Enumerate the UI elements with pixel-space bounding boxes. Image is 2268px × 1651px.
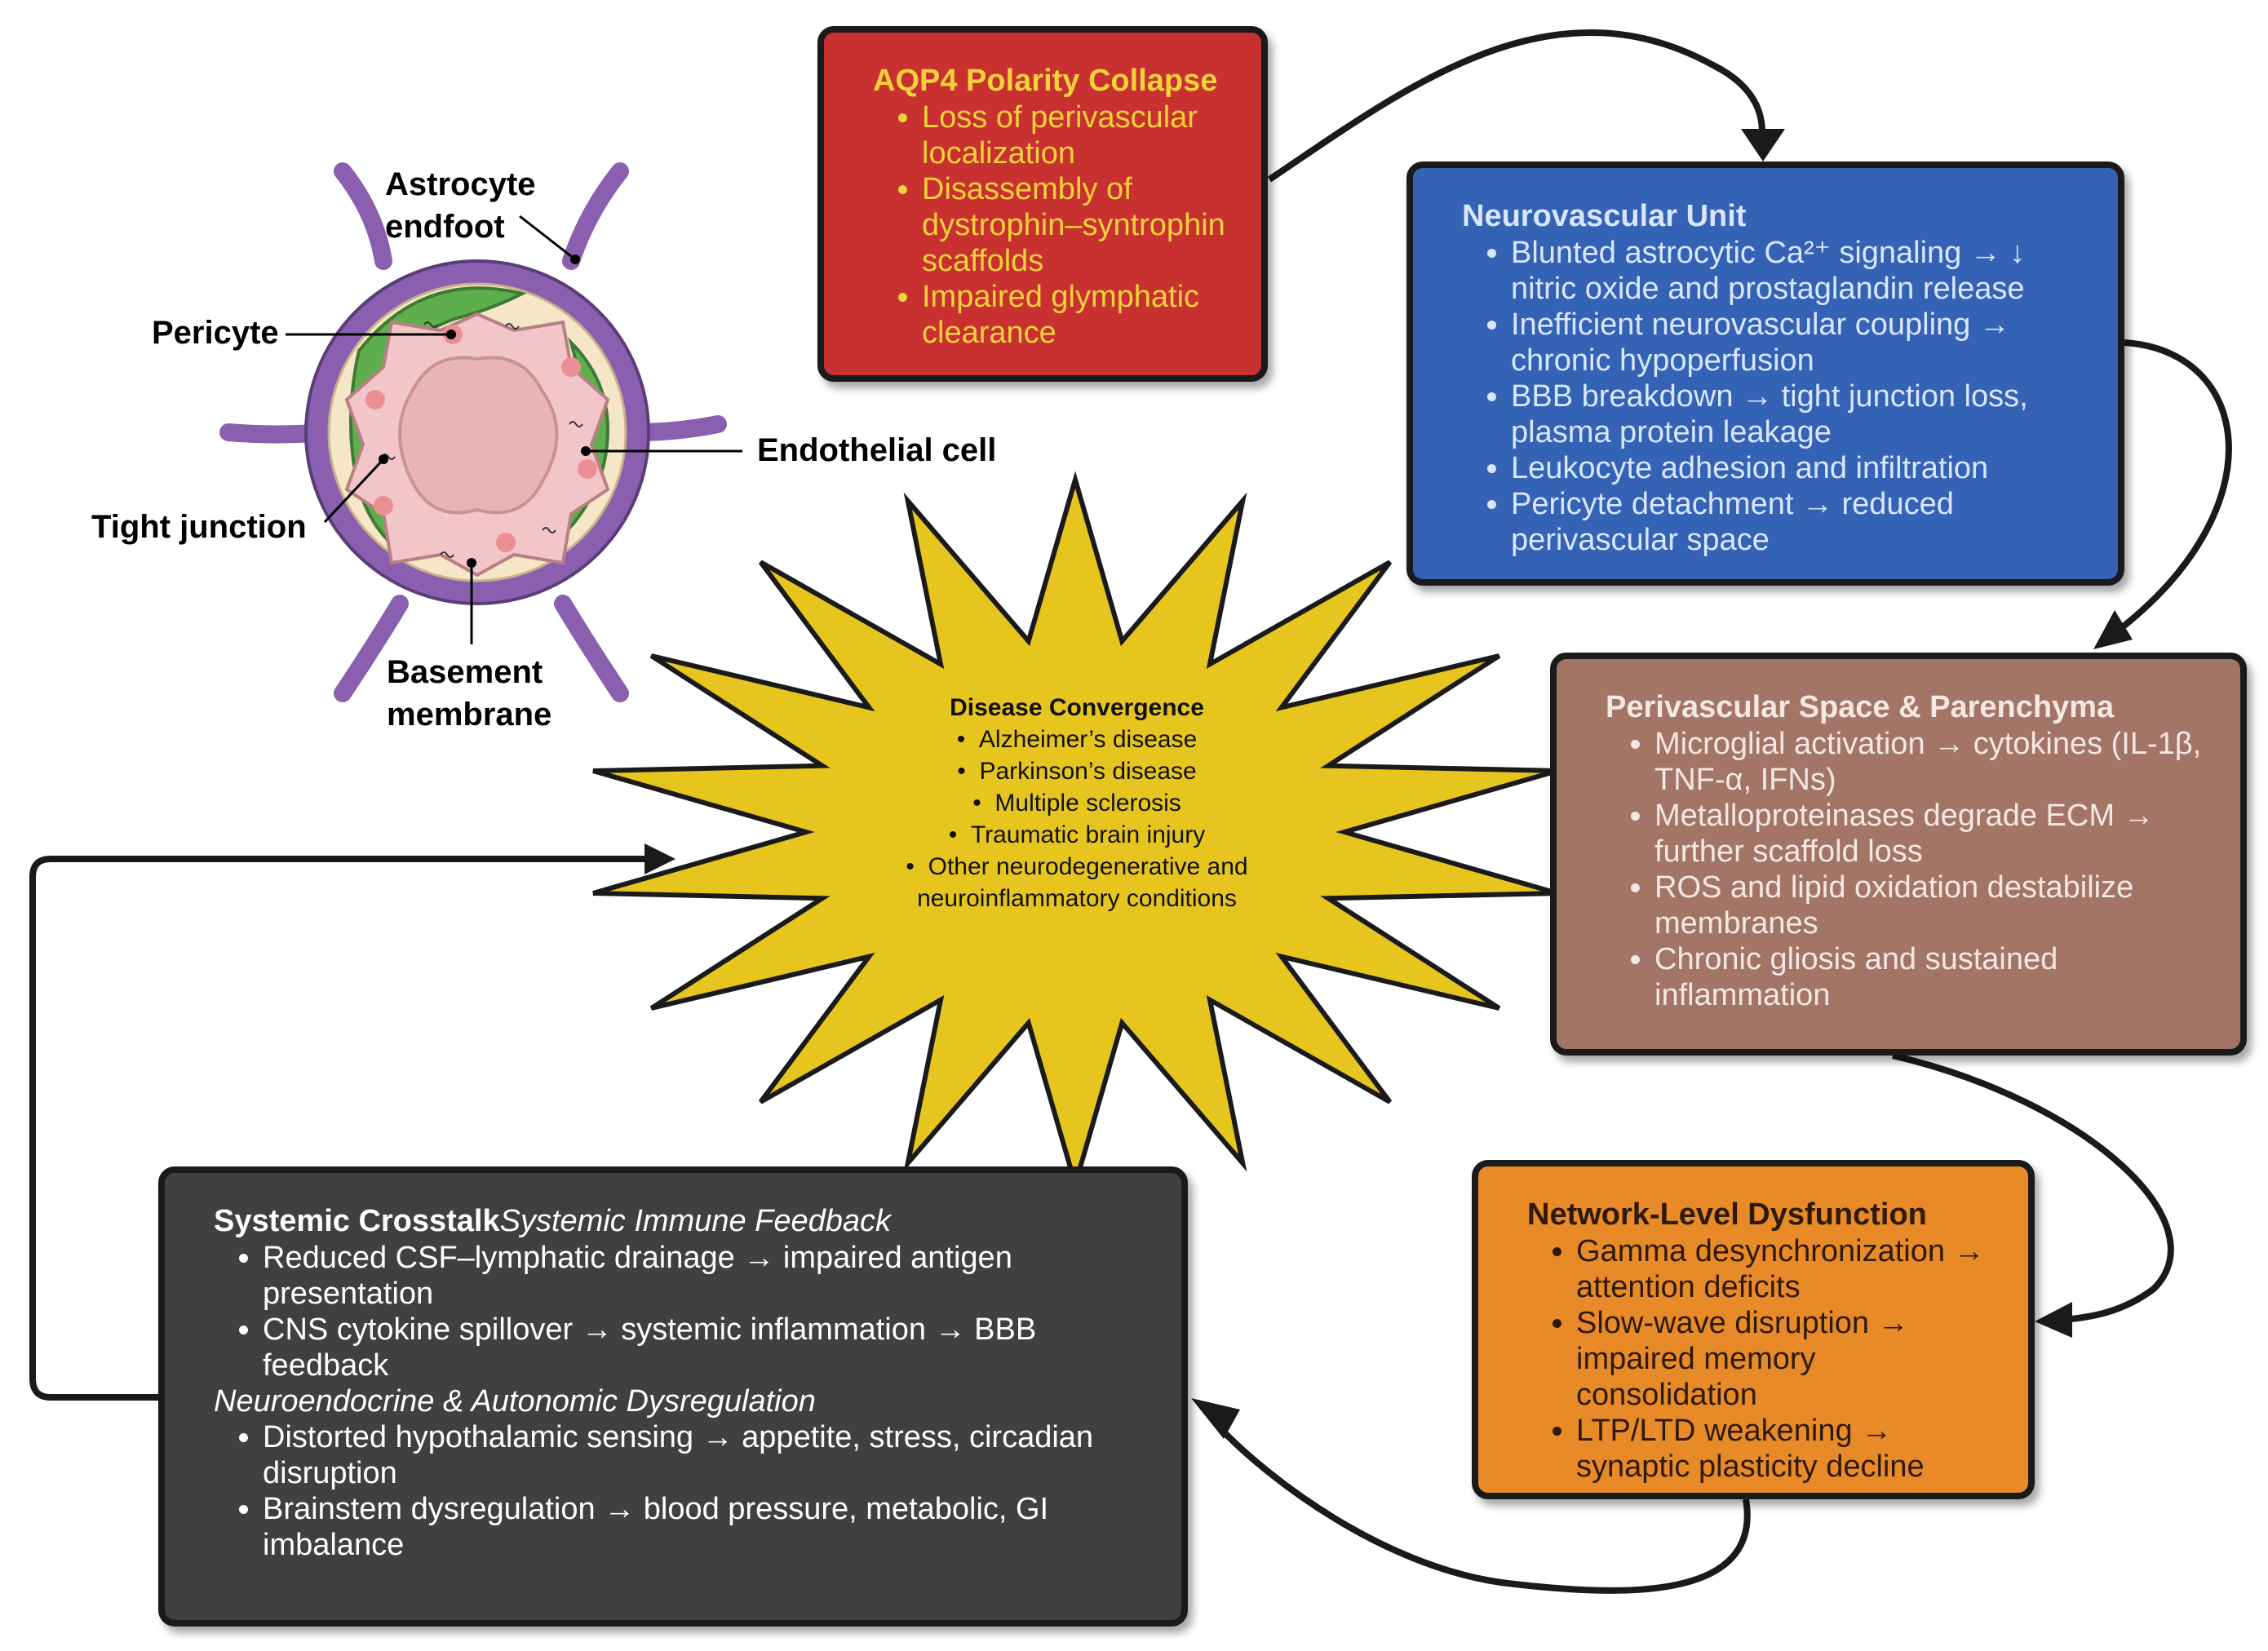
arrow-systemic-to-convergence: [29, 856, 645, 1401]
arrowhead-network-to-systemic: [1191, 1398, 1240, 1439]
systemic-crosstalk-box: Systemic CrosstalkSystemic Immune Feedba…: [158, 1166, 1188, 1627]
aqp4-box: AQP4 Polarity Collapse Loss of perivascu…: [817, 26, 1268, 382]
arrowhead-pvs-to-network: [2035, 1302, 2072, 1338]
astrocyte-processes: [219, 162, 727, 702]
leader-lines: [286, 215, 742, 644]
network-title: Network-Level Dysfunction: [1527, 1197, 1927, 1232]
nvu-item: Pericyte detachment → reduced perivascul…: [1511, 486, 2085, 558]
aqp4-item: Disassembly of dystrophin–syntrophin sca…: [922, 171, 1229, 279]
label-tight-junction: Tight junction: [91, 509, 307, 545]
label-astrocyte-endfoot: Astrocyte endfoot: [385, 163, 536, 248]
systemic-immune-list: Reduced CSF–lymphatic drainage → impaire…: [214, 1240, 1149, 1383]
systemic-immune-item: Reduced CSF–lymphatic drainage → impaire…: [263, 1240, 1149, 1312]
nvu-item: Blunted astrocytic Ca²⁺ signaling → ↓ ni…: [1511, 235, 2085, 307]
systemic-neuroendocrine-item: Brainstem dysregulation → blood pressure…: [263, 1491, 1149, 1563]
label-pericyte: Pericyte: [152, 315, 279, 351]
arrowhead-aqp4-to-nvu: [1741, 129, 1785, 162]
aqp4-item: Loss of perivascular localization: [922, 100, 1229, 171]
label-astrocyte-line2: endfoot: [385, 209, 505, 245]
network-item: Gamma desynchronization → attention defi…: [1576, 1233, 1996, 1305]
convergence-item: Parkinson’s disease: [897, 755, 1256, 787]
systemic-subtitle-immune: Systemic Immune Feedback: [499, 1204, 892, 1238]
neurovascular-unit-box: Neurovascular Unit Blunted astrocytic Ca…: [1406, 162, 2124, 586]
label-basement-line1: Basement: [387, 654, 543, 690]
systemic-heading: Systemic CrosstalkSystemic Immune Feedba…: [214, 1202, 1149, 1240]
pvs-item: Metalloproteinases degrade ECM → further…: [1654, 798, 2208, 870]
nvu-list: Blunted astrocytic Ca²⁺ signaling → ↓ ni…: [1462, 235, 2085, 558]
systemic-title: Systemic Crosstalk: [214, 1204, 500, 1238]
nvu-item: Leukocyte adhesion and infiltration: [1511, 450, 2085, 486]
arrow-pvs-to-network: [1892, 1052, 2174, 1323]
pvs-item: ROS and lipid oxidation destabilize memb…: [1654, 870, 2208, 941]
convergence-item: Traumatic brain injury: [897, 819, 1256, 851]
aqp4-item: Impaired glymphatic clearance: [922, 279, 1229, 351]
pvs-list: Microglial activation → cytokines (IL-1β…: [1606, 726, 2208, 1013]
label-endothelial-cell: Endothelial cell: [757, 432, 997, 468]
convergence-item: Multiple sclerosis: [897, 787, 1256, 819]
systemic-neuroendocrine-list: Distorted hypothalamic sensing → appetit…: [214, 1419, 1149, 1563]
convergence-list: Alzheimer’s disease Parkinson’s disease …: [897, 724, 1256, 914]
systemic-immune-item: CNS cytokine spillover → systemic inflam…: [263, 1312, 1149, 1383]
label-basement-membrane: Basement membrane: [387, 651, 551, 736]
systemic-neuroendocrine-item: Distorted hypothalamic sensing → appetit…: [263, 1419, 1149, 1491]
systemic-subtitle-neuroendocrine: Neuroendocrine & Autonomic Dysregulation: [214, 1384, 816, 1419]
nvu-title: Neurovascular Unit: [1462, 199, 1747, 233]
vessel-cross-section-illustration: [219, 162, 742, 702]
pvs-item: Chronic gliosis and sustained inflammati…: [1654, 941, 2208, 1013]
leader-dots: [379, 255, 591, 568]
convergence-title: Disease Convergence: [950, 694, 1204, 721]
network-item: LTP/LTD weakening → synaptic plasticity …: [1576, 1413, 1996, 1485]
network-list: Gamma desynchronization → attention defi…: [1527, 1233, 1996, 1485]
arrow-aqp4-to-nvu: [1267, 29, 1765, 183]
aqp4-list: Loss of perivascular localization Disass…: [873, 100, 1229, 351]
pvs-title: Perivascular Space & Parenchyma: [1606, 690, 2115, 724]
pvs-item: Microglial activation → cytokines (IL-1β…: [1654, 726, 2208, 798]
nvu-item: BBB breakdown → tight junction loss, pla…: [1511, 378, 2085, 450]
convergence-item: Other neurodegenerative and neuroinflamm…: [897, 851, 1256, 914]
nvu-item: Inefficient neurovascular coupling → chr…: [1511, 307, 2085, 378]
arrowhead-nvu-to-pvs: [2093, 610, 2133, 649]
network-item: Slow-wave disruption → impaired memory c…: [1576, 1305, 1996, 1413]
vessel-lumen: [398, 356, 559, 515]
arrow-nvu-to-pvs: [2119, 339, 2232, 631]
arrow-network-to-systemic: [1213, 1421, 1751, 1594]
network-dysfunction-box: Network-Level Dysfunction Gamma desynchr…: [1472, 1160, 2035, 1499]
perivascular-space-box: Perivascular Space & Parenchyma Microgli…: [1550, 653, 2247, 1056]
label-basement-line2: membrane: [387, 697, 552, 733]
label-astrocyte-line1: Astrocyte: [385, 166, 536, 202]
arrowhead-systemic-to-convergence: [645, 843, 676, 874]
aqp4-title: AQP4 Polarity Collapse: [873, 64, 1218, 98]
convergence-text: Disease Convergence Alzheimer’s disease …: [897, 692, 1256, 914]
convergence-item: Alzheimer’s disease: [897, 724, 1256, 755]
